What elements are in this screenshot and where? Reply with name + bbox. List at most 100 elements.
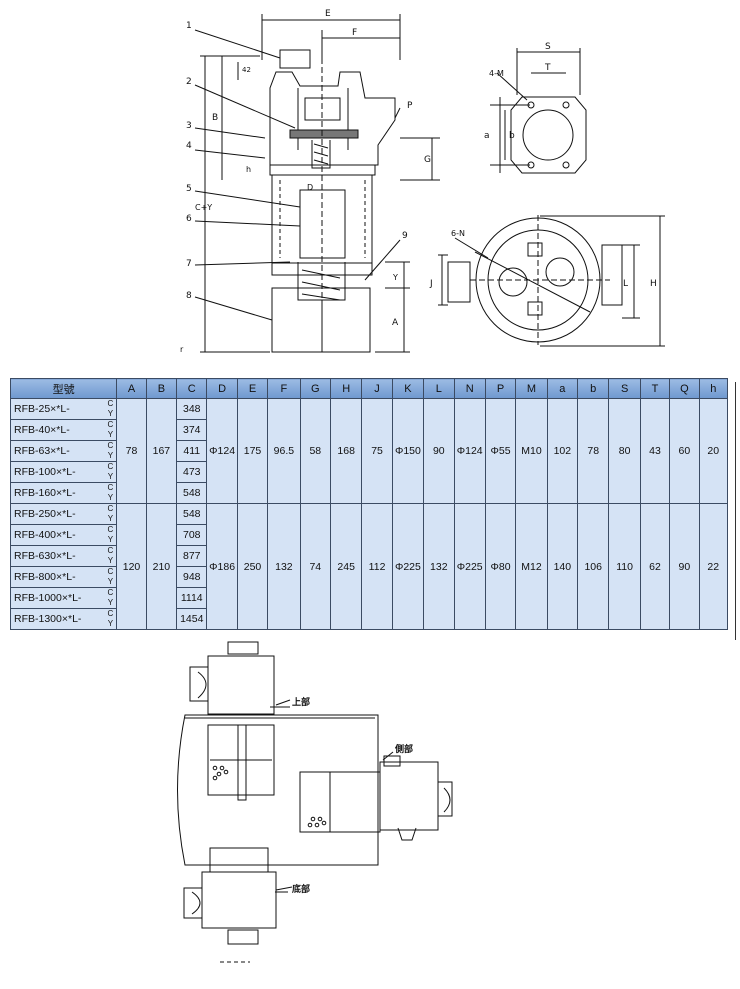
callout-9: 9	[402, 231, 408, 241]
cell-H: 168	[329, 398, 363, 504]
cell-J: 75	[361, 398, 393, 504]
header-Q: Q	[669, 378, 700, 399]
dim-CY: C+Y	[195, 203, 212, 212]
cell-G: 58	[299, 398, 331, 504]
header-N: N	[453, 378, 486, 399]
cy-marker-y: Y	[107, 555, 114, 565]
cy-marker-y: Y	[107, 534, 114, 544]
cell-A: 78	[116, 398, 147, 504]
table-header-row: 型號 A B C D E F G H J K L N P M a b	[9, 378, 729, 399]
bottom-6N: 6-N	[451, 229, 465, 238]
spec-table: 型號 A B C D E F G H J K L N P M a b	[9, 378, 729, 630]
callout-2: 2	[186, 77, 192, 87]
dim-h: h	[246, 165, 251, 174]
cell-H: 245	[329, 503, 363, 630]
cell-C: 548	[176, 482, 208, 504]
cell-M: M10	[515, 398, 548, 504]
cell-D: Φ186	[206, 503, 238, 630]
model-name: RFB-63×*L-	[14, 445, 70, 457]
cell-h: 22	[698, 503, 729, 630]
cell-F: 132	[267, 503, 301, 630]
cell-C: 1114	[176, 587, 208, 609]
cell-b: 78	[577, 398, 610, 504]
model-name: RFB-1000×*L-	[14, 592, 82, 604]
dim-G: G	[424, 155, 431, 165]
header-A: A	[116, 378, 147, 399]
cy-marker-c: C	[107, 567, 114, 577]
flange-drawing: S T 4-M a b	[484, 42, 587, 174]
cy-marker-c: C	[107, 420, 114, 430]
cy-marker-c: C	[107, 525, 114, 535]
header-L: L	[423, 378, 455, 399]
cy-marker-y: Y	[107, 471, 114, 481]
cy-marker-y: Y	[107, 576, 114, 586]
header-E: E	[236, 378, 269, 399]
cell-N: Φ225	[453, 503, 486, 630]
cell-Q: 90	[669, 503, 700, 630]
cell-a: 140	[546, 503, 579, 630]
cell-S: 110	[608, 503, 641, 630]
cell-M: M12	[515, 503, 548, 630]
model-name: RFB-40×*L-	[14, 424, 70, 436]
cell-L: 132	[423, 503, 455, 630]
header-model: 型號	[9, 378, 118, 399]
cy-marker-y: Y	[107, 492, 114, 502]
header-D: D	[206, 378, 238, 399]
bottom-L: L	[623, 279, 628, 289]
cell-D: Φ124	[206, 398, 238, 504]
cell-J: 112	[361, 503, 393, 630]
model-name: RFB-250×*L-	[14, 508, 76, 520]
header-K: K	[391, 378, 425, 399]
cy-marker-c: C	[107, 483, 114, 493]
label-top: 上部	[292, 696, 310, 708]
model-name: RFB-25×*L-	[14, 403, 70, 415]
cell-P: Φ80	[484, 503, 517, 630]
cell-K: Φ225	[391, 503, 425, 630]
header-T: T	[639, 378, 671, 399]
cell-C: 548	[176, 503, 208, 525]
cell-K: Φ150	[391, 398, 425, 504]
cell-B: 210	[145, 503, 178, 630]
header-J: J	[361, 378, 393, 399]
spec-table-wrap: 型號 A B C D E F G H J K L N P M a b	[9, 378, 729, 630]
cell-C: 411	[176, 440, 208, 462]
dim-F: F	[352, 28, 357, 38]
callout-3: 3	[186, 121, 192, 131]
header-C: C	[176, 378, 208, 399]
cy-marker-y: Y	[107, 597, 114, 607]
cy-marker-y: Y	[107, 618, 114, 628]
flange-a: a	[484, 131, 490, 141]
bottom-view-drawing: 6-N J L H	[429, 215, 665, 347]
header-G: G	[299, 378, 331, 399]
cy-marker-c: C	[107, 588, 114, 598]
cell-C: 708	[176, 524, 208, 546]
cy-marker-c: C	[107, 609, 114, 619]
label-bottom: 底部	[292, 883, 310, 895]
cell-b: 106	[577, 503, 610, 630]
header-M: M	[515, 378, 548, 399]
callout-6: 6	[186, 214, 192, 224]
callout-8: 8	[186, 291, 192, 301]
cy-marker-c: C	[107, 441, 114, 451]
flange-S: S	[545, 42, 551, 52]
cy-marker-y: Y	[107, 429, 114, 439]
header-P: P	[484, 378, 517, 399]
cy-marker-c: C	[107, 504, 114, 514]
